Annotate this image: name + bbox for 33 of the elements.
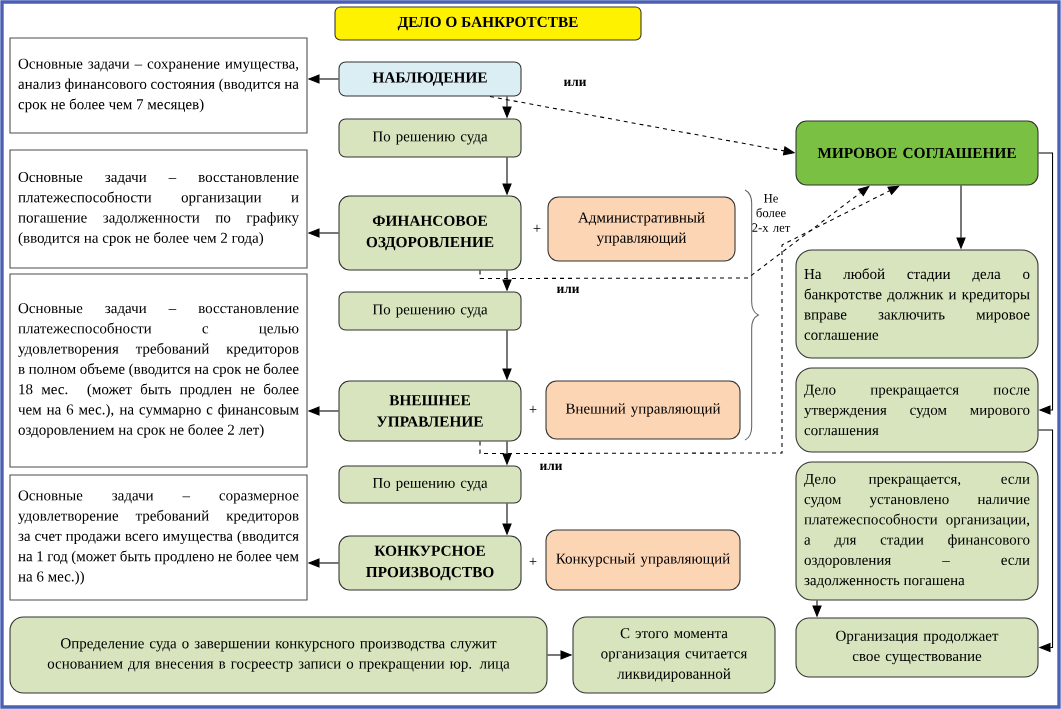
edge-label: или	[555, 285, 581, 295]
stage-box: КОНКУРСНОЕ ПРОИЗВОДСТВО	[338, 535, 522, 591]
dashed-arrow	[479, 185, 900, 455]
description-box: Основные задачи – восстановление платежеспособности организации и погашение задолженности по графику (вводится на срок не более чем 2 года)	[9, 149, 308, 269]
stage-box: ВНЕШНЕЕ УПРАВЛЕНИЕ	[338, 380, 522, 442]
process-box: По решению суда	[338, 291, 522, 331]
arrow	[1038, 429, 1054, 653]
edge-label: или	[562, 78, 588, 88]
plus-sign: +	[529, 557, 537, 565]
plus-sign: +	[529, 405, 537, 413]
stage-box: ФИНАНСОВОЕ ОЗДОРОВЛЕНИЕ	[338, 195, 522, 271]
manager-box: Конкурсный управляющий	[545, 529, 741, 591]
description-box: Основные задачи – соразмерное удовлетворение требований кредиторов за счет продажи всего имущества (вводится на 1 год (может быть продлено не более чем на 6 мес.))	[9, 474, 308, 601]
title-box: ДЕЛО О БАНКРОТСТВЕ	[334, 6, 642, 41]
duration-note: Не более 2-х лет	[752, 194, 791, 232]
note-box: Определение суда о завершении конкурсного производства служит основанием для внесения в госреестр записи о прекращении юр. лица	[9, 616, 548, 694]
outcome-box: МИРОВОЕ СОГЛАШЕНИЕ	[795, 120, 1039, 186]
manager-box: Внешний управляющий	[545, 380, 741, 440]
dashed-arrow	[479, 185, 870, 280]
description-box: Основные задачи – восстановление платежеспособности с целью удовлетворения требований кредиторов в полном объеме (вводится на срок не более 18 мес. (может быть продлен не более чем на 6 мес.), на суммарно с финансовым оздоровлением на срок не более 2 лет)	[9, 273, 308, 468]
note-box: Организация продолжает свое существование	[795, 617, 1039, 678]
note-box: На любой стадии дела о банкротстве должник и кредиторы вправе заключить мировое соглашение	[795, 249, 1039, 359]
edge-label: или	[538, 462, 564, 472]
note-box: Дело прекращается, если судом установлено наличие платежеспособности организации, а для стадии финансового оздоровления – если задолженность погашена	[795, 461, 1039, 601]
plus-sign: +	[533, 224, 541, 232]
process-box: По решению суда	[338, 465, 522, 504]
note-box: С этого момента организация считается ликвидированной	[572, 616, 776, 694]
process-box: По решению суда	[338, 118, 522, 158]
note-box: Дело прекращается после утверждения судом мирового соглашения	[795, 367, 1039, 453]
manager-box: Административный управляющий	[547, 196, 736, 262]
arrow	[1038, 152, 1054, 415]
stage-box: НАБЛЮДЕНИЕ	[338, 61, 522, 97]
description-box: Основные задачи – сохранение имущества, анализ финансового состояния (вводится на срок не более чем 7 месяцев)	[9, 37, 308, 134]
